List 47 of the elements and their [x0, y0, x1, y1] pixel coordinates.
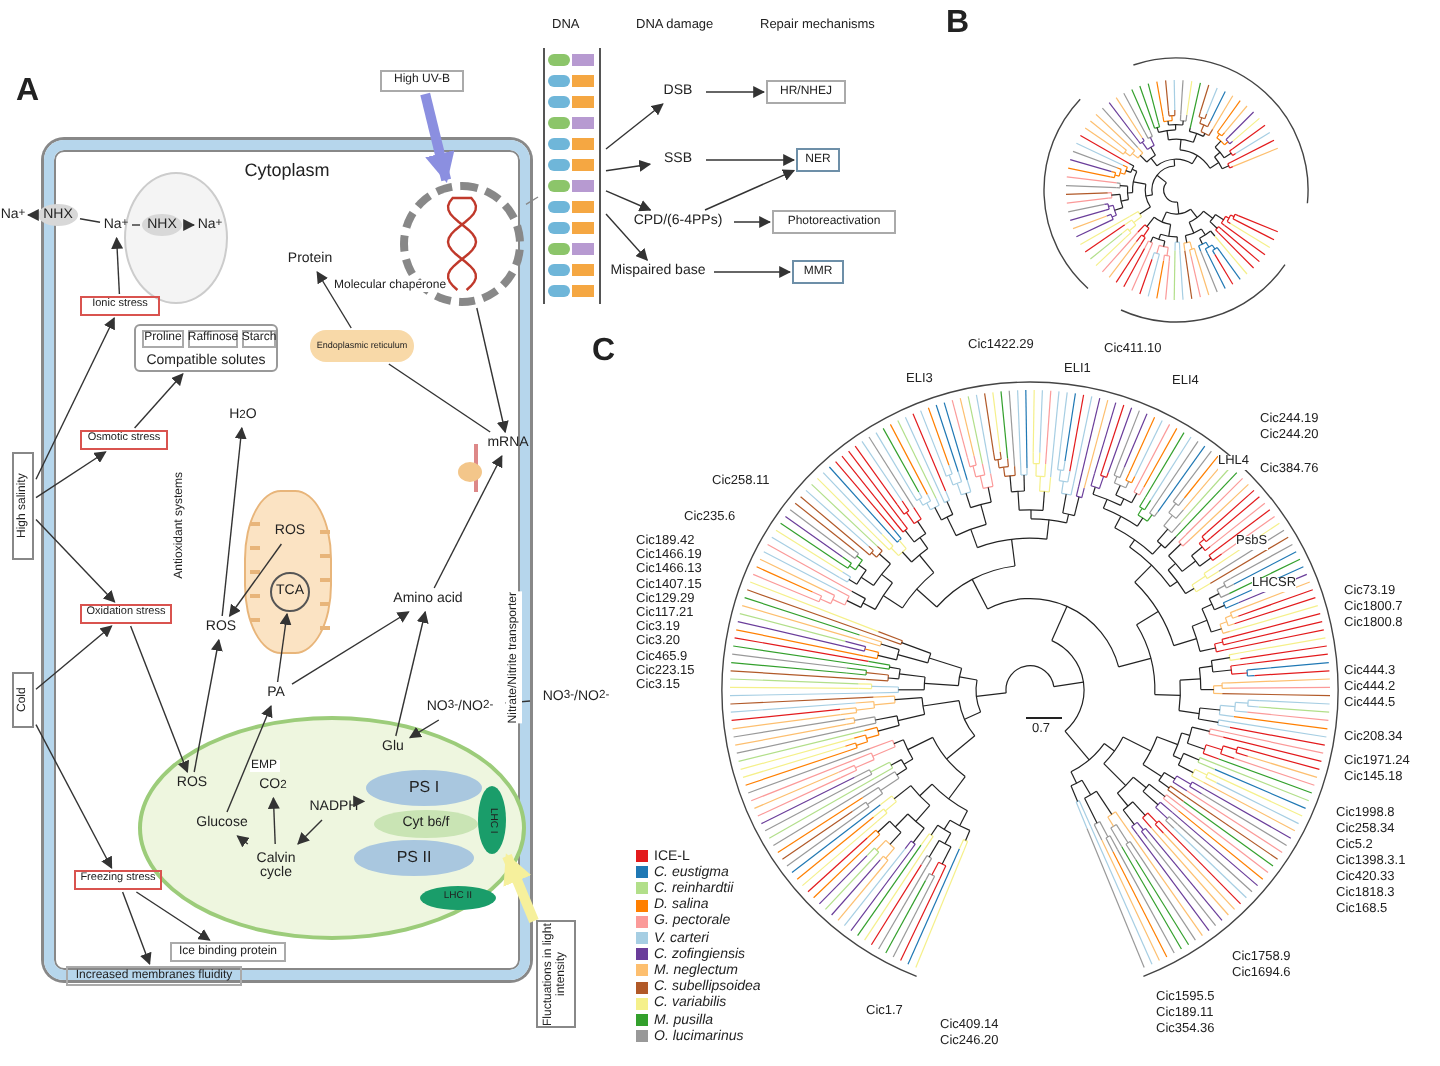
arrow	[133, 373, 184, 429]
arrow	[605, 159, 652, 172]
arrow	[193, 638, 223, 773]
arrow	[276, 612, 292, 683]
arrow	[409, 719, 440, 739]
arrow	[297, 819, 323, 845]
photosystem-ellipse: PS I	[366, 770, 482, 806]
connector-line	[388, 363, 491, 433]
connector-line	[525, 196, 539, 206]
arrow	[35, 625, 113, 690]
arrow	[129, 625, 190, 774]
arrow	[705, 86, 766, 98]
arrow	[26, 209, 39, 221]
arrow	[605, 103, 664, 150]
arrow	[353, 795, 365, 807]
arrow	[733, 216, 772, 228]
arrow	[226, 704, 273, 813]
arrow	[111, 236, 124, 295]
arrow	[183, 219, 196, 231]
arrow	[35, 316, 115, 480]
arrow	[35, 518, 116, 603]
lightning-arrow	[420, 92, 455, 183]
arrow	[267, 796, 280, 845]
arrow	[228, 543, 283, 617]
arrow	[35, 451, 107, 499]
arrow	[221, 426, 247, 617]
arrow	[291, 611, 410, 685]
arrow	[605, 213, 648, 261]
connector-line	[131, 224, 141, 226]
photosystem-ellipse: PS II	[354, 840, 474, 876]
arrow	[476, 307, 509, 434]
arrow	[433, 454, 503, 589]
arrow	[605, 190, 652, 212]
arrow	[236, 835, 250, 848]
arrow	[395, 610, 429, 737]
solutes-box	[134, 324, 278, 372]
arrow	[316, 270, 352, 329]
arrow	[713, 266, 792, 278]
arrow	[35, 723, 113, 870]
dna-strand-drawing	[540, 48, 604, 304]
arrow	[121, 891, 152, 966]
arrow	[705, 154, 796, 166]
compartment-label: Cytoplasm	[244, 162, 330, 181]
connector-line	[79, 218, 101, 223]
arrow	[135, 891, 211, 941]
arrow	[704, 169, 796, 211]
cell-outline	[44, 140, 530, 980]
